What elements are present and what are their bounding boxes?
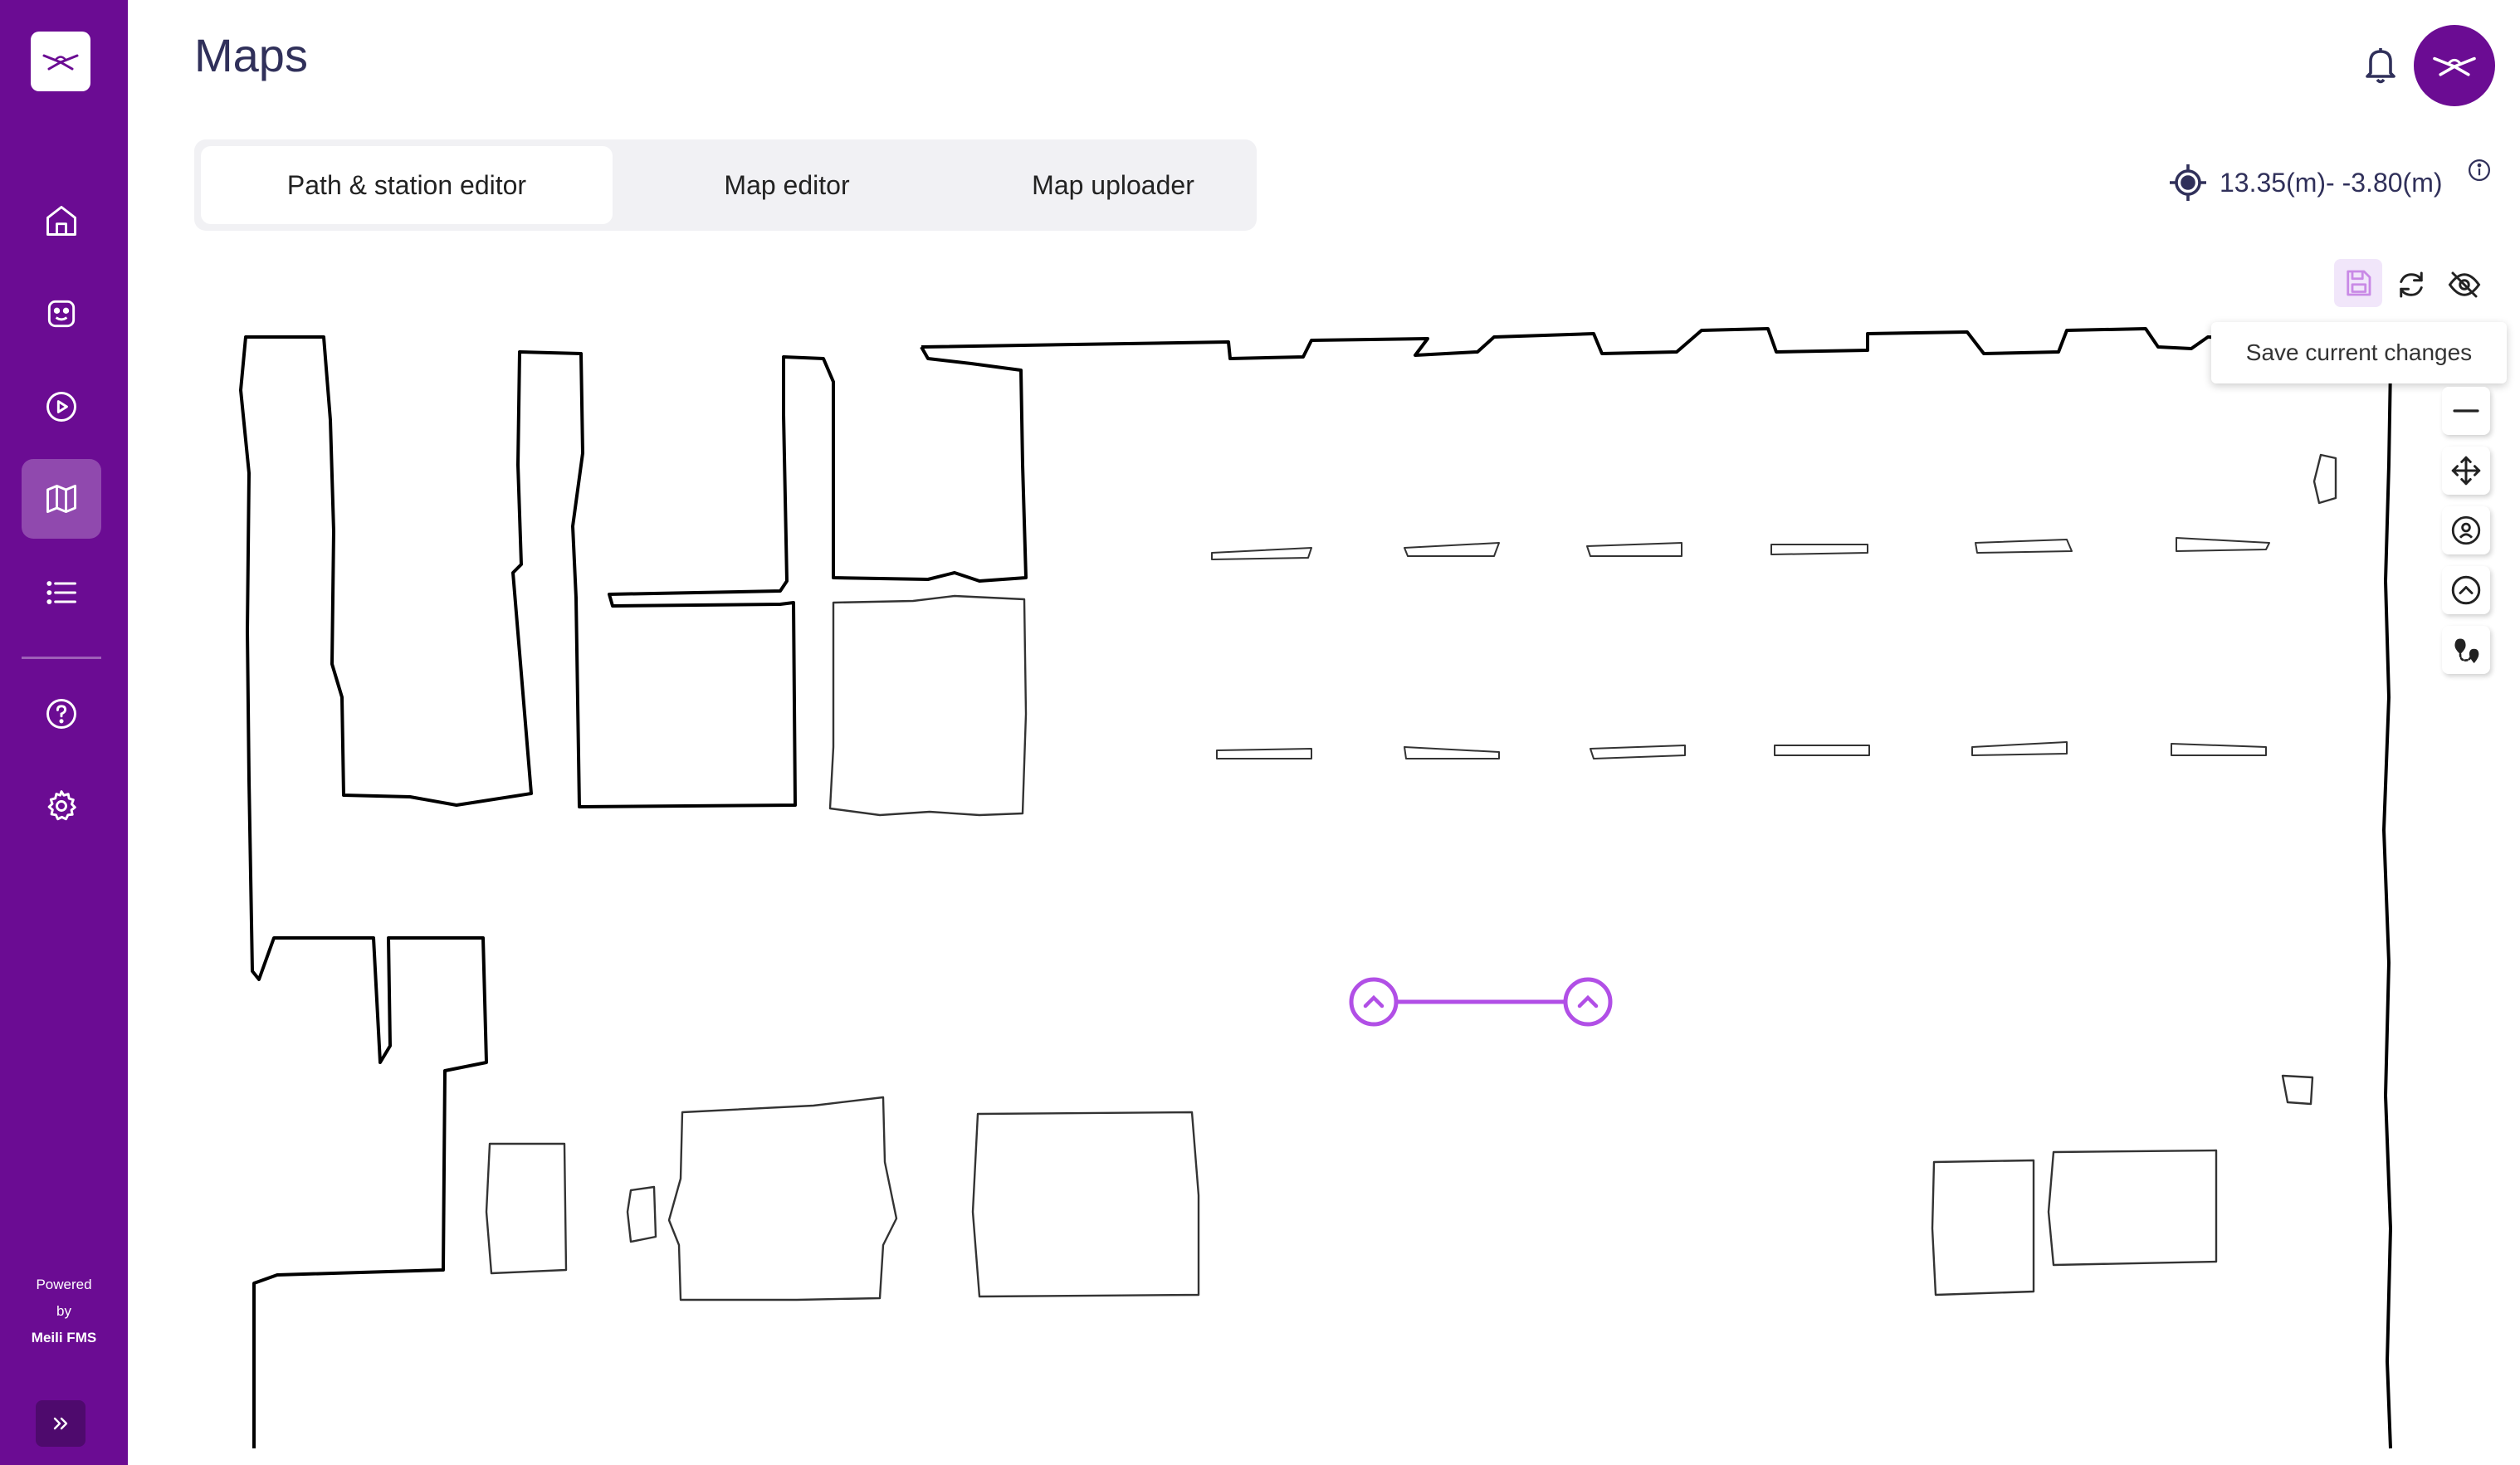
map-icon [46,484,76,514]
refresh-button[interactable] [2387,261,2435,309]
pan-button[interactable] [2442,447,2490,495]
nav-home[interactable] [22,181,101,261]
nav-missions[interactable] [22,367,101,447]
logo-icon [42,54,79,71]
map-canvas[interactable] [194,249,2493,1465]
map-shelves-row-1 [1211,537,2270,560]
tab-map-uploader[interactable]: Map uploader [1032,169,1194,200]
map-obstacles [485,453,2337,1301]
cursor-coordinates: 13.35(m)- -3.80(m) [2168,163,2443,203]
home-icon [46,206,76,236]
route-button[interactable] [2442,626,2490,674]
station-arrow-icon [1363,994,1385,1008]
save-icon [2347,270,2371,296]
coordinates-value: 13.35(m)- -3.80(m) [2220,167,2443,198]
logo-icon [2433,56,2476,76]
expand-sidebar-button[interactable] [36,1400,85,1447]
route-icon [2454,638,2479,664]
path-segment[interactable] [1349,977,1613,1027]
gear-icon [47,790,76,821]
tab-map-editor[interactable]: Map editor [724,169,850,200]
double-chevron-right-icon [53,1417,68,1430]
bell-icon[interactable] [2361,43,2400,86]
station-marker[interactable] [1349,977,1399,1027]
sidebar: Powered by Meili FMS [0,0,128,1465]
play-circle-icon [46,392,76,422]
nav-robots[interactable] [22,274,101,354]
robot-icon [47,300,76,328]
editor-tabs: Path & station editor Map editor Map upl… [194,139,1257,231]
nav-help[interactable] [22,674,101,754]
toggle-visibility-button[interactable] [2440,261,2488,309]
nav-settings[interactable] [22,766,101,846]
help-icon [46,699,76,729]
direction-button[interactable] [2442,566,2490,614]
save-button[interactable] [2334,259,2382,307]
app-logo[interactable] [31,32,90,91]
list-icon [46,581,76,604]
user-avatar[interactable] [2414,25,2495,106]
zoom-out-icon [2453,409,2479,413]
map-walls [239,327,2392,1449]
powered-by: Powered by Meili FMS [0,1272,128,1351]
zoom-out-button[interactable] [2442,387,2490,435]
powered-line-2: by [56,1303,71,1319]
refresh-icon [2400,271,2423,298]
info-icon[interactable] [2467,158,2492,183]
robot-location-button[interactable] [2442,506,2490,554]
station-marker[interactable] [1563,977,1613,1027]
powered-line-1: Powered [36,1277,92,1292]
arrow-up-circle-icon [2451,575,2481,605]
nav-maps[interactable] [22,459,101,539]
robot-location-icon [2451,515,2481,545]
nav-list[interactable] [22,553,101,632]
powered-brand: Meili FMS [31,1330,97,1345]
move-icon [2451,456,2481,486]
map-shelves-row-2 [1216,741,2267,759]
sidebar-divider [22,657,101,659]
page-title: Maps [194,29,308,81]
station-arrow-icon [1577,994,1599,1008]
save-tooltip: Save current changes [2211,322,2507,383]
tab-path-station-editor[interactable]: Path & station editor [201,146,613,224]
crosshair-icon [2170,164,2206,201]
eye-off-icon [2448,271,2481,298]
